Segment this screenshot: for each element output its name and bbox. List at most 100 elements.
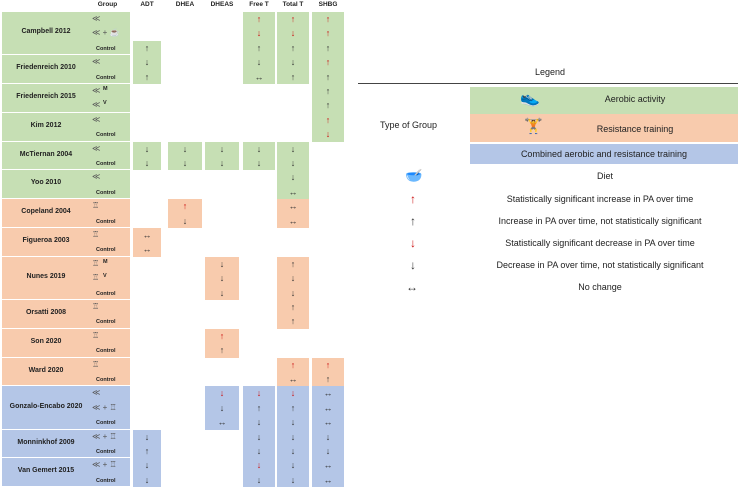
group-label: Control bbox=[96, 420, 116, 427]
result-cell-bg bbox=[205, 328, 239, 344]
result-cell-bg bbox=[168, 156, 202, 171]
result-cell-bg bbox=[205, 256, 239, 272]
result-cell-bg bbox=[312, 69, 344, 84]
result-arrow-icon: ↔ bbox=[217, 417, 227, 428]
run-icon: ≪ bbox=[92, 100, 101, 110]
result-arrow-icon: ↓ bbox=[219, 388, 225, 399]
result-cell-bg bbox=[205, 156, 239, 171]
result-cell-bg bbox=[133, 69, 161, 84]
group-label: Control bbox=[96, 348, 116, 355]
result-cell-bg bbox=[312, 84, 344, 99]
result-arrow-icon: ↓ bbox=[144, 158, 150, 168]
result-arrow-icon: ↓ bbox=[325, 129, 331, 140]
legend-combined-box bbox=[470, 144, 738, 164]
result-arrow-icon: ↑ bbox=[325, 57, 331, 68]
study-name: Monninkhof 2009 bbox=[17, 438, 75, 446]
result-cell-bg bbox=[312, 444, 344, 459]
legend-title: Legend bbox=[534, 67, 566, 77]
study-name: Kim 2012 bbox=[30, 121, 62, 129]
result-cell-bg bbox=[133, 40, 161, 56]
result-cell-bg bbox=[243, 55, 275, 70]
sig-increase-arrow-icon: ↑ bbox=[410, 192, 416, 206]
study-name: Campbell 2012 bbox=[21, 28, 71, 36]
legend-sig-increase-label: Statistically significant increase in PA… bbox=[506, 194, 694, 204]
result-arrow-icon: ↓ bbox=[256, 446, 262, 456]
result-arrow-icon: ↓ bbox=[144, 57, 150, 68]
header-free-t: Free T bbox=[249, 1, 269, 8]
result-cell-bg bbox=[312, 127, 344, 142]
result-arrow-icon: ↓ bbox=[256, 431, 262, 442]
legend-combined-label: Combined aerobic and resistance training bbox=[520, 149, 688, 159]
group-label: Control bbox=[96, 74, 116, 81]
study-name: Van Gemert 2015 bbox=[17, 467, 75, 475]
result-cell-bg bbox=[312, 429, 344, 444]
result-arrow-icon: ↑ bbox=[182, 201, 188, 212]
result-arrow-icon: ↑ bbox=[219, 330, 225, 341]
result-arrow-icon: ↓ bbox=[219, 273, 225, 284]
result-cell-bg bbox=[133, 55, 161, 70]
result-arrow-icon: ↓ bbox=[219, 402, 225, 413]
result-cell-bg bbox=[277, 271, 309, 286]
run-icon: ≪ bbox=[92, 114, 101, 124]
result-arrow-icon: ↓ bbox=[219, 143, 225, 154]
result-cell-bg bbox=[312, 40, 344, 56]
result-arrow-icon: ↑ bbox=[290, 402, 296, 413]
result-arrow-icon: ↑ bbox=[290, 316, 296, 327]
result-cell-bg bbox=[133, 242, 161, 257]
result-cell-bg bbox=[133, 228, 161, 243]
study-name: Orsatti 2008 bbox=[25, 308, 67, 316]
legend-rule bbox=[358, 83, 738, 84]
result-arrow-icon: ↔ bbox=[288, 215, 298, 226]
group-label: Control bbox=[96, 45, 116, 52]
run-and-lift-icon: ≪ + ♖ bbox=[92, 460, 117, 470]
legend-no-change-label: No change bbox=[578, 282, 622, 292]
group-label: M bbox=[103, 258, 108, 265]
study-name: Figueroa 2003 bbox=[22, 236, 70, 244]
result-cell-bg bbox=[205, 415, 239, 430]
result-cell-bg bbox=[312, 98, 344, 113]
result-cell-bg bbox=[133, 141, 161, 156]
result-arrow-icon: ↓ bbox=[325, 431, 331, 442]
result-cell-bg bbox=[133, 444, 161, 459]
result-cell-bg bbox=[243, 444, 275, 459]
run-icon: ≪ bbox=[92, 86, 101, 95]
result-cell-bg bbox=[312, 112, 344, 128]
result-arrow-icon: ↑ bbox=[325, 42, 331, 53]
result-cell-bg bbox=[243, 26, 275, 41]
result-arrow-icon: ↓ bbox=[290, 417, 296, 428]
result-arrow-icon: ↑ bbox=[325, 114, 331, 125]
study-cell-bg bbox=[2, 228, 130, 256]
shoe-icon: 👟 bbox=[520, 90, 540, 107]
result-cell-bg bbox=[277, 12, 309, 27]
result-arrow-icon: ↓ bbox=[219, 258, 225, 269]
result-cell-bg bbox=[312, 12, 344, 27]
result-cell-bg bbox=[277, 69, 309, 84]
result-arrow-icon: ↔ bbox=[323, 388, 333, 399]
lift-icon: ♖ bbox=[92, 201, 100, 211]
result-cell-bg bbox=[277, 444, 309, 459]
study-name: Ward 2020 bbox=[28, 366, 64, 374]
result-arrow-icon: ↓ bbox=[182, 215, 188, 226]
result-cell-bg bbox=[277, 156, 309, 171]
result-arrow-icon: ↔ bbox=[323, 417, 333, 428]
study-name: Copeland 2004 bbox=[21, 208, 71, 216]
legend-decrease-label: Decrease in PA over time, not statistica… bbox=[496, 260, 704, 270]
result-cell-bg bbox=[277, 472, 309, 488]
result-cell-bg bbox=[312, 357, 344, 372]
result-arrow-icon: ↓ bbox=[219, 158, 225, 168]
result-arrow-icon: ↑ bbox=[144, 446, 150, 456]
result-arrow-icon: ↔ bbox=[323, 474, 333, 485]
result-arrow-icon: ↓ bbox=[290, 388, 296, 399]
lift-icon: ♖ bbox=[92, 302, 100, 311]
result-cell-bg bbox=[243, 40, 275, 56]
lift-icon: ♖ bbox=[92, 258, 100, 268]
result-arrow-icon: ↑ bbox=[325, 86, 331, 96]
run-and-diet-icon: ≪ + ☕ bbox=[92, 28, 120, 38]
group-label: Control bbox=[96, 132, 116, 139]
legend-sig-decrease-label: Statistically significant decrease in PA… bbox=[505, 238, 695, 248]
result-cell-bg bbox=[277, 285, 309, 300]
result-arrow-icon: ↑ bbox=[144, 42, 150, 53]
result-cell-bg bbox=[133, 458, 161, 473]
result-cell-bg bbox=[205, 343, 239, 358]
